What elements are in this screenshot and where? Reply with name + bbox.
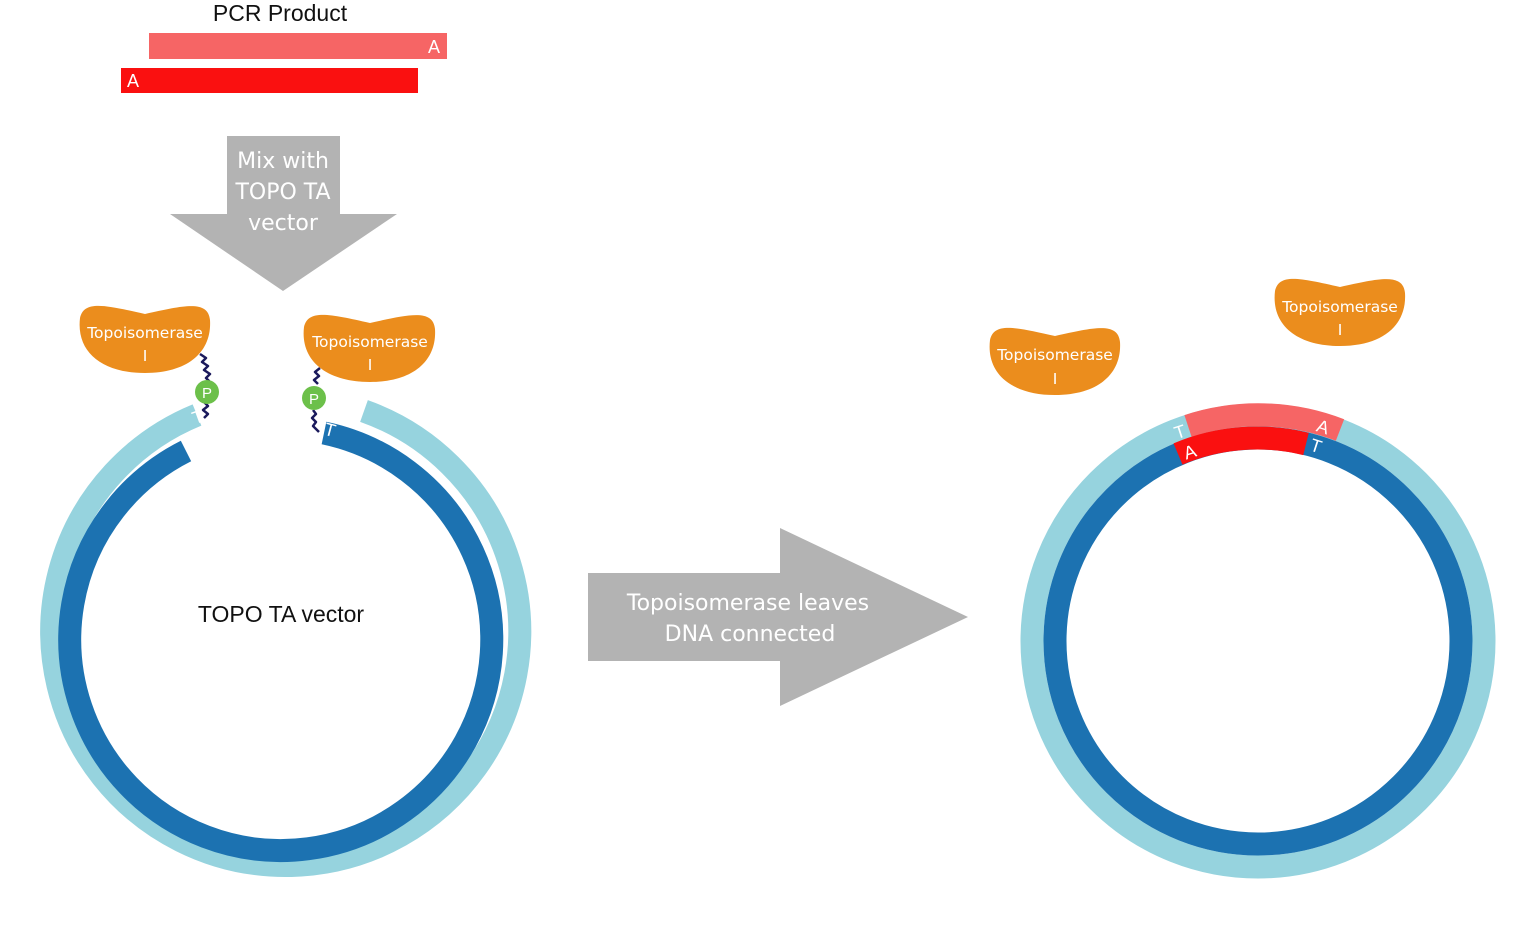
result-arrow: Topoisomerase leaves DNA connected [588, 528, 968, 706]
right-arrow-shape [588, 528, 968, 706]
left-phosphate: P [195, 380, 219, 404]
enzyme-bound-right-shape [303, 314, 436, 382]
enzyme-free-1: Topoisomerase I [989, 327, 1121, 395]
left-enzyme-linker [199, 352, 212, 383]
mix-arrow-line3: vector [248, 211, 319, 236]
enzyme-bound-right: Topoisomerase I [303, 314, 436, 382]
insert-bottom-strand [1173, 426, 1309, 465]
insert-top-strand [1184, 403, 1345, 441]
left-phosphate-linker [201, 401, 210, 419]
insert-base-inner-left: A [1181, 441, 1199, 464]
right-enzyme-linker [312, 367, 321, 385]
pcr-bottom-overhang-label: A [127, 71, 139, 91]
left-phosphate-circle [195, 380, 219, 404]
pcr-top-overhang-label: A [428, 37, 440, 57]
insert-base-outer-right: A [1314, 416, 1332, 439]
enzyme-free-2-line2: I [1338, 321, 1343, 339]
enzyme-free-1-line1: Topoisomerase [996, 346, 1113, 364]
result-arrow-line1: Topoisomerase leaves [626, 591, 869, 616]
recombinant-outer-strand [1020, 403, 1496, 879]
right-phosphate-linker [310, 409, 320, 433]
left-phosphate-label: P [202, 385, 212, 402]
recombinant-inner-strand [1043, 426, 1473, 856]
pcr-product-title: PCR Product [213, 0, 348, 26]
mix-arrow-line1: Mix with [237, 149, 329, 174]
right-phosphate-circle [302, 386, 326, 410]
vector-right-end-base: T [322, 419, 338, 441]
enzyme-bound-left-line1: Topoisomerase [86, 324, 203, 342]
down-arrow-shape [170, 136, 397, 291]
recombinant-plasmid: T A A T [1020, 403, 1496, 879]
enzyme-free-1-line2: I [1053, 370, 1058, 388]
enzyme-bound-right-line1: Topoisomerase [311, 333, 428, 351]
pcr-top-strand [149, 33, 447, 59]
mix-arrow-line2: TOPO TA [234, 180, 330, 205]
result-arrow-line2: DNA connected [665, 622, 836, 647]
open-vector-plasmid: TOPO TA vector T T [40, 400, 532, 877]
pcr-bottom-strand [121, 68, 418, 93]
enzyme-free-1-shape [989, 327, 1121, 395]
vector-outer-strand [40, 400, 532, 877]
mix-arrow: Mix with TOPO TA vector [170, 136, 397, 291]
vector-label: TOPO TA vector [198, 601, 365, 627]
enzyme-free-2-shape [1274, 278, 1406, 346]
pcr-product: PCR Product A A [121, 0, 447, 93]
enzyme-bound-left-shape [79, 305, 211, 373]
enzyme-bound-left-line2: I [143, 347, 148, 365]
enzyme-free-2-line1: Topoisomerase [1281, 298, 1398, 316]
right-phosphate: P [302, 386, 326, 410]
enzyme-bound-right-line2: I [368, 356, 373, 374]
enzyme-free-2: Topoisomerase I [1274, 278, 1406, 346]
vector-inner-strand [58, 421, 504, 862]
enzyme-bound-left: Topoisomerase I [79, 305, 211, 373]
right-phosphate-label: P [309, 391, 319, 408]
